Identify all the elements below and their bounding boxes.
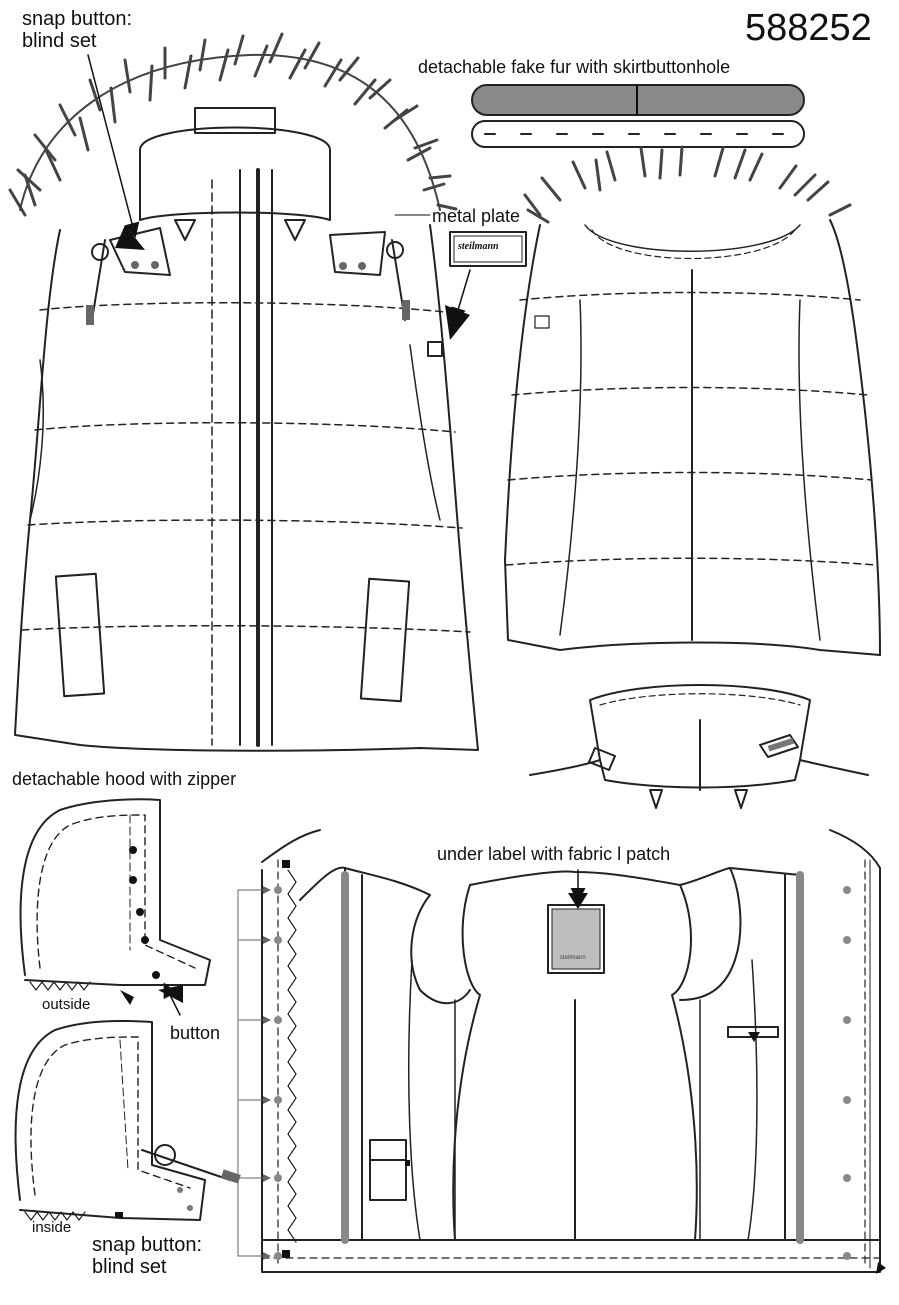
style-number: 588252	[745, 7, 872, 49]
snap-button-bottom-line1: snap button:	[92, 1234, 203, 1256]
snap-button-bottom-label: snap button: blind set	[92, 1234, 202, 1278]
back-jacket	[504, 145, 881, 656]
lining-view	[237, 829, 886, 1274]
hood-inside	[14, 1019, 241, 1221]
fake-fur-label: detachable fake fur with skirtbuttonhole	[418, 57, 731, 77]
zipper-pull-icon	[174, 219, 196, 241]
fur-trim-icon	[8, 32, 458, 217]
inside-label: inside	[32, 1219, 72, 1236]
drawcord-toggle-icon	[141, 1144, 241, 1184]
button-label: button	[170, 1023, 221, 1043]
zipper-pull-icon	[734, 789, 748, 809]
snap-button-bottom-line2: blind set	[92, 1256, 167, 1278]
snap-button-icon	[274, 886, 282, 1260]
snap-button-icon	[131, 261, 139, 269]
metal-plate-icon	[427, 341, 443, 357]
snap-button-icon	[843, 886, 851, 1260]
fake-fur-strip	[471, 84, 805, 148]
front-jacket	[8, 32, 479, 752]
snap-button-top-label: snap button: blind set	[22, 8, 132, 52]
hood-outside	[19, 798, 211, 991]
zipper-pull-icon	[284, 219, 306, 241]
fur-trim-icon	[523, 145, 852, 224]
outside-label: outside	[42, 996, 91, 1013]
metal-plate-label: metal plate	[432, 206, 521, 226]
metal-plate-icon	[449, 231, 527, 267]
drawcord-toggle-icon	[86, 239, 410, 325]
label-patch-brand: steilmann	[560, 955, 586, 961]
snap-button-icon	[358, 262, 366, 270]
snap-button-top-line2: blind set	[22, 30, 97, 52]
snap-button-icon	[151, 261, 159, 269]
arrow-icon	[87, 54, 588, 1016]
zipper-pull-icon	[649, 789, 663, 809]
collar-detail	[529, 684, 869, 809]
metal-plate-brand: steilmann	[458, 241, 499, 252]
under-label-text: under label with fabric l patch	[437, 844, 671, 864]
snap-button-top-line1: snap button:	[22, 8, 133, 30]
snap-button-icon	[339, 262, 347, 270]
hood-zipper-label: detachable hood with zipper	[12, 769, 237, 789]
